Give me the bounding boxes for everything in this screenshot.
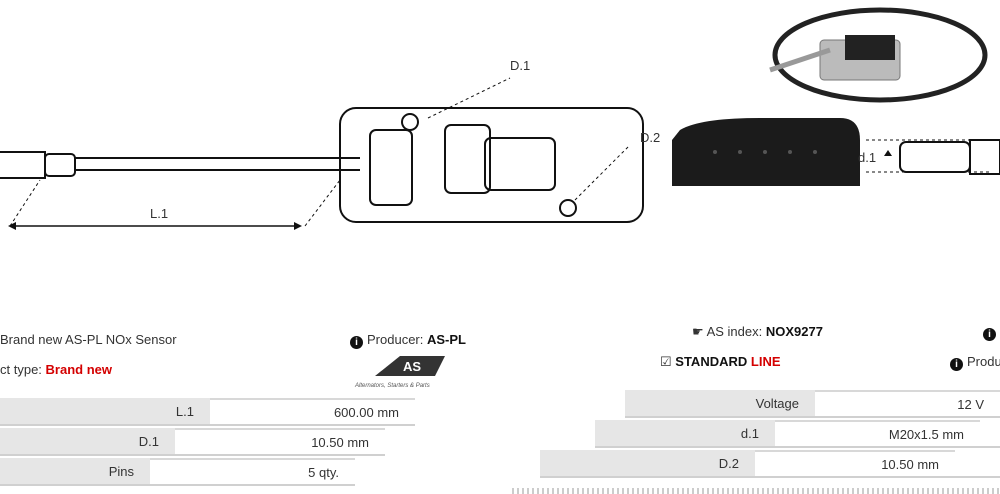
spec-key: Voltage [625,390,815,416]
line-accent: LINE [750,354,781,369]
svg-text:AS: AS [403,359,421,374]
spec-value: 10.50 mm [175,428,385,454]
producer-value: AS-PL [427,332,466,347]
l1-label: L.1 [150,206,169,221]
as-index-value: NOX9277 [765,324,823,339]
sensor-diagram [0,7,1000,230]
spec-value: 600.00 mm [210,398,415,424]
as-index-label: AS index: [706,324,763,339]
standard-line-badge: ☑ STANDARD LINE [660,354,781,370]
d1-label: D.1 [510,58,531,73]
spec-value: 5 qty. [150,458,355,484]
producer-label: Produc [967,354,1000,369]
product-type-value: Brand new [45,362,113,377]
spec-key: Pins [0,458,150,484]
as-pl-logo: AS Alternators, Starters & Parts [355,352,450,389]
spec-key: D.1 [0,428,175,454]
info-icon: i [983,324,1000,341]
divider [512,488,1000,494]
producer-field: i Producer: AS-PL [350,332,466,349]
as-index-field: ☛ AS index: NOX9277 [692,324,823,340]
product-title: Brand new AS-PL NOx Sensor [0,332,177,347]
spec-value: 12 V [815,390,1000,416]
d2-label: D.2 [640,130,661,145]
producer-label: Producer: [367,332,424,347]
spec-key: D.2 [540,450,755,476]
product-type-label: ct type: [0,362,42,377]
logo-caption: Alternators, Starters & Parts [355,383,430,389]
product-type-field: ct type: Brand new [0,362,112,377]
spec-key: L.1 [0,398,210,424]
check-icon: ☑ [660,354,676,369]
info-icon: i [950,358,963,371]
d1-thread-label: d.1 [858,150,877,165]
line-label: STANDARD [675,354,748,369]
right-producer-field: i Produc [950,354,1000,371]
spec-value: M20x1.5 mm [775,420,980,446]
info-icon: i [350,336,363,349]
spec-key: d.1 [595,420,775,446]
handshake-icon: ☛ [692,324,707,339]
spec-value: 10.50 mm [755,450,955,476]
